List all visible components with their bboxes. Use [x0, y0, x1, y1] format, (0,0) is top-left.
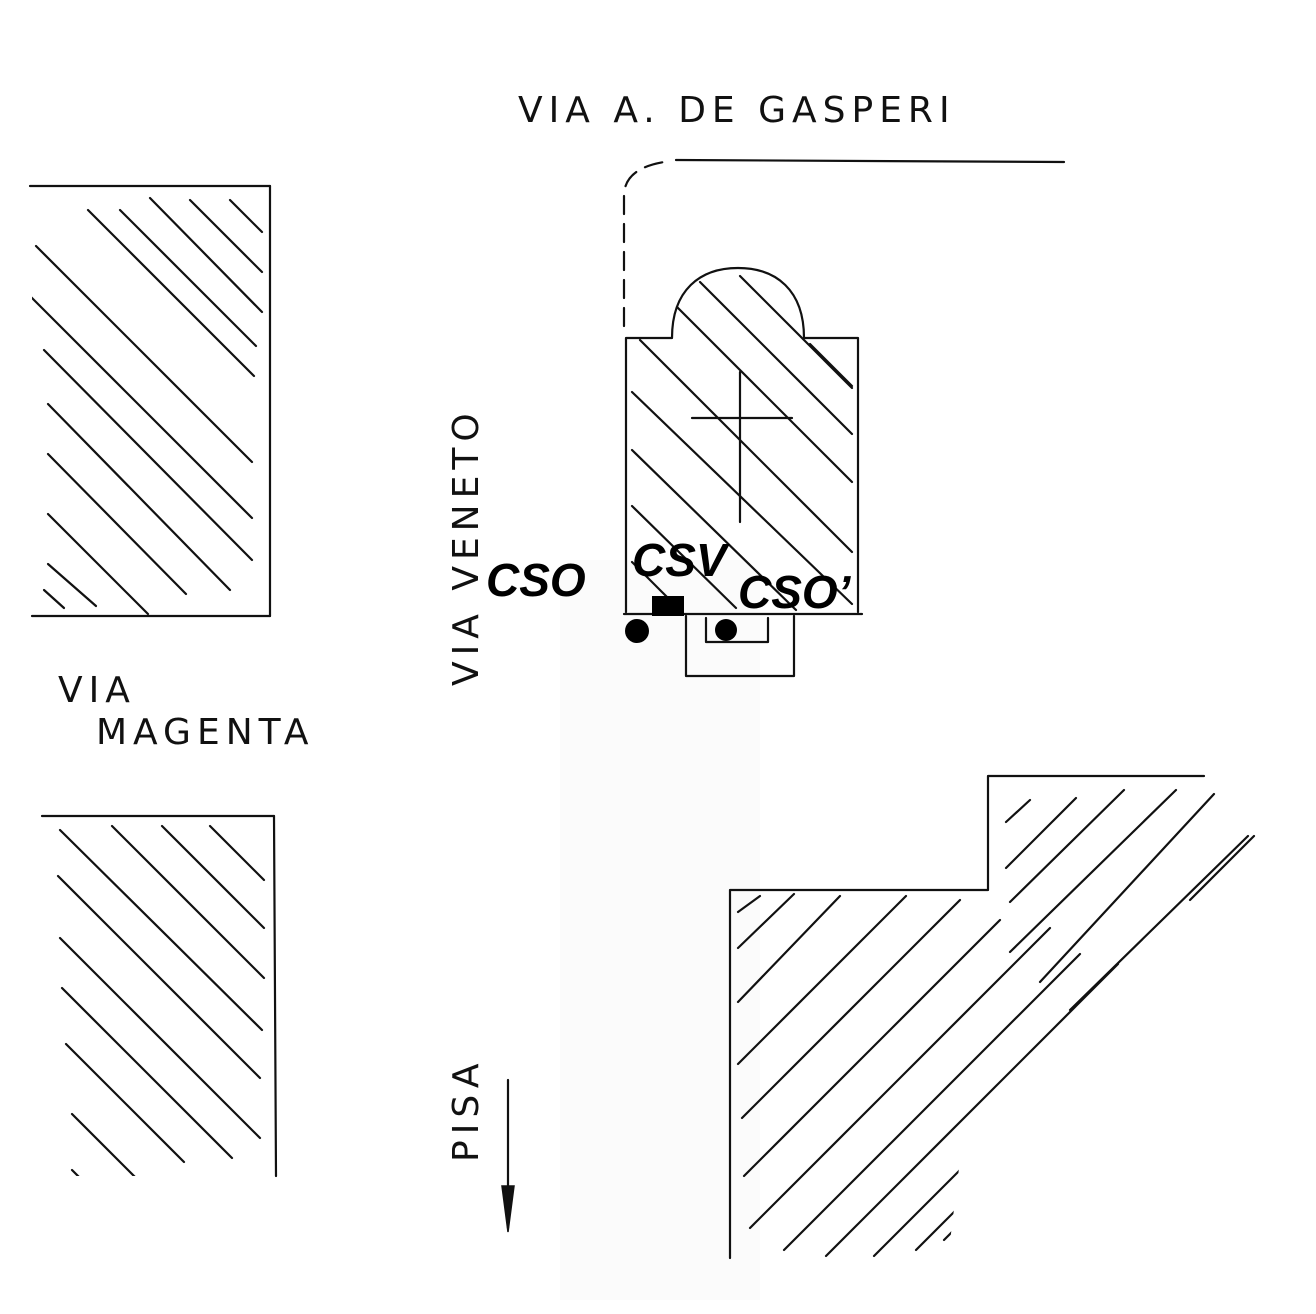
station-markers: [625, 596, 737, 643]
label-cso-prime: CSO’: [738, 566, 852, 618]
csv-marker: [652, 596, 684, 616]
label-pisa: PISA: [446, 1058, 487, 1162]
street-shading: [560, 560, 760, 1300]
cso-marker: [625, 619, 649, 643]
church-building: [622, 266, 864, 616]
church-porch: [684, 614, 796, 678]
label-via-de-gasperi: VIA A. DE GASPERI: [518, 90, 956, 131]
label-cso: CSO: [486, 554, 586, 606]
block-top-left: [28, 184, 272, 618]
block-right: [728, 774, 1256, 1260]
pisa-direction-arrow: [501, 1078, 515, 1233]
label-csv: CSV: [632, 534, 730, 586]
via-de-gasperi-kerb: [622, 158, 1066, 328]
cso-prime-marker: [715, 619, 737, 641]
label-via-magenta-line1: VIA: [58, 670, 136, 711]
block-bottom-left: [40, 814, 278, 1178]
label-via-veneto: VIA VENETO: [446, 407, 487, 686]
label-via-magenta-line2: MAGENTA: [96, 712, 314, 753]
